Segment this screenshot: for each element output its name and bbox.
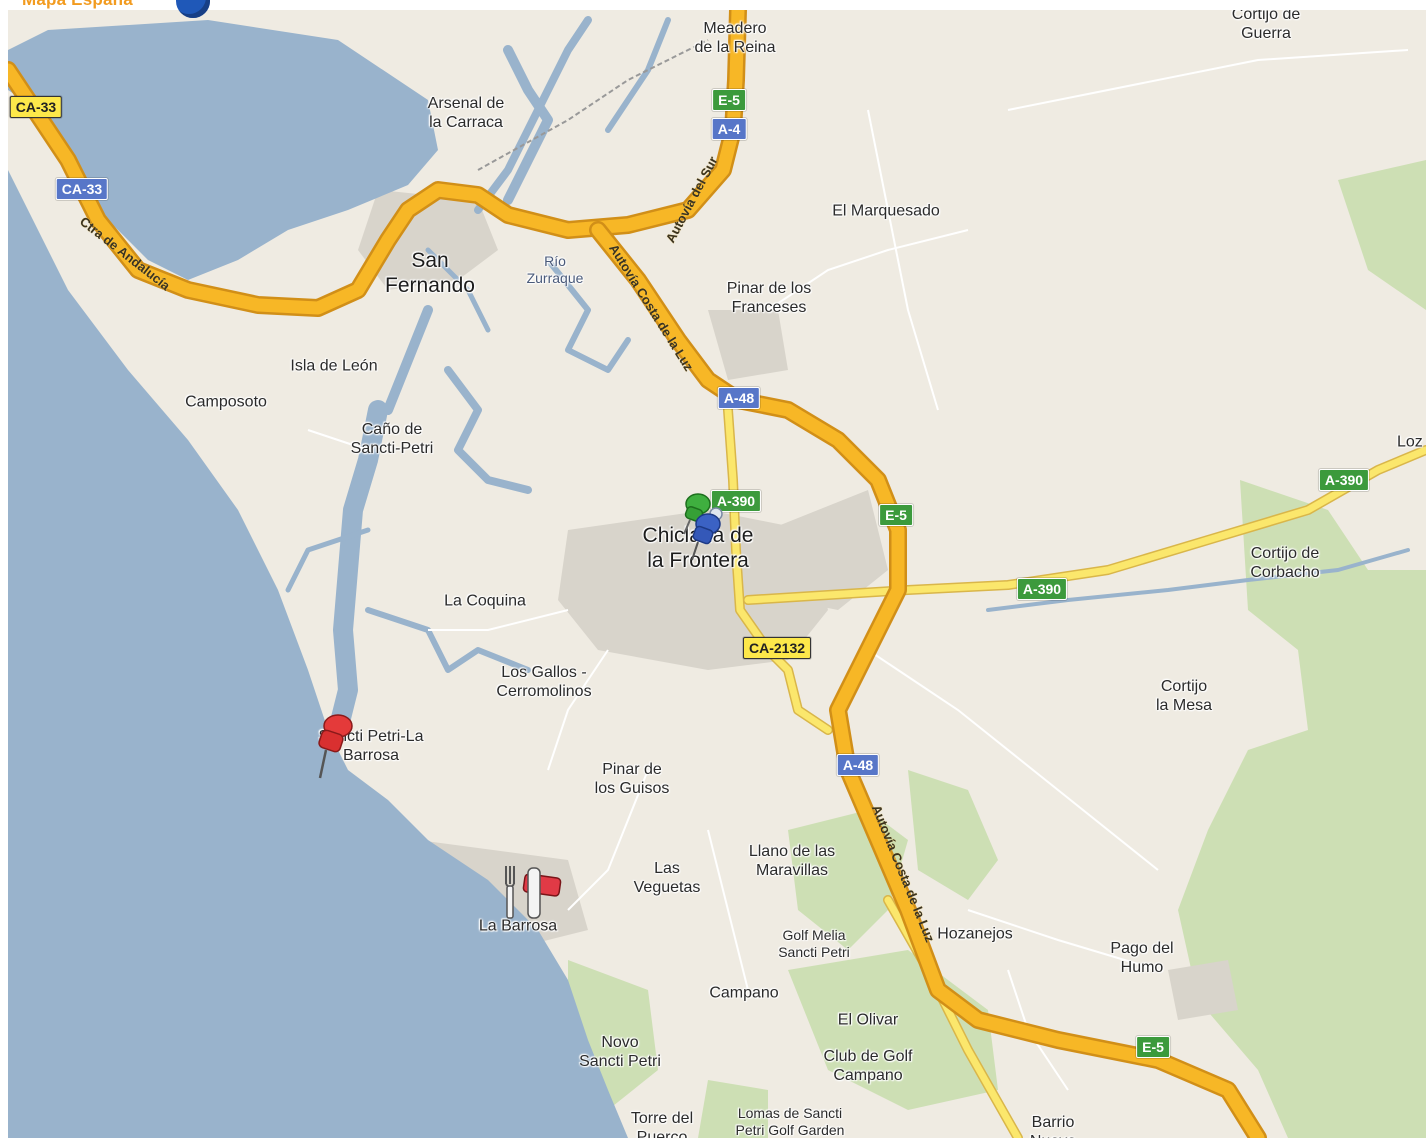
shield-a390-right: A-390 (1318, 469, 1370, 491)
brand-title: Mapa España (22, 0, 133, 10)
place-label-rio-zurraque: Río Zurraque (526, 253, 584, 286)
place-label-los-gallos: Los Gallos - Cerromolinos (496, 663, 592, 700)
railway-line (477, 39, 709, 171)
shield-ca33-mid: CA-33 (55, 178, 109, 200)
place-label-golf-melia: Golf Melia Sancti Petri (778, 927, 850, 960)
green-pushpin-icon[interactable] (676, 490, 716, 538)
river-channels (285, 16, 1410, 740)
shield-ca2132: CA-2132 (742, 637, 812, 659)
place-label-cortijo-guerra: Cortijo de Guerra (1231, 10, 1301, 42)
place-label-camposoto: Camposoto (185, 393, 267, 411)
map-layer (8, 10, 1426, 1138)
place-label-san-fernando: San Fernando (385, 248, 475, 297)
brand-logo-icon (176, 0, 210, 18)
shield-a48-bottom: A-48 (836, 754, 880, 776)
place-label-novo-sancti-petri: Novo Sancti Petri (579, 1033, 661, 1070)
shield-a4: A-4 (711, 118, 747, 140)
shield-e5-top: E-5 (712, 89, 746, 111)
restaurant-icon[interactable] (500, 862, 564, 922)
place-label-pinar-franceses: Pinar de los Franceses (726, 279, 812, 316)
shield-e5-mid: E-5 (879, 504, 913, 526)
place-label-club-golf: Club de Golf Campano (823, 1047, 913, 1084)
shield-a48-top: A-48 (717, 387, 761, 409)
sea-area (8, 20, 438, 280)
place-label-cano-sancti-petri: Caño de Sancti-Petri (350, 420, 434, 457)
place-label-meadero: Meadero de la Reina (694, 19, 776, 56)
place-label-barrio-nuevo: Barrio Nuevo (1030, 1113, 1076, 1138)
motorways (8, 10, 1267, 1138)
place-label-campano: Campano (709, 984, 779, 1002)
map-canvas[interactable]: Ctra de Andalucía Autovía del Sur Autoví… (8, 10, 1426, 1138)
place-label-pago-humo: Pago del Humo (1110, 939, 1174, 976)
ocean-area (8, 170, 628, 1138)
shield-e5-bottom: E-5 (1136, 1036, 1170, 1058)
place-label-torre-puerco: Torre del Puerco (630, 1109, 694, 1138)
red-pushpin-icon[interactable] (310, 712, 356, 782)
place-label-hozanejos: Hozanejos (937, 925, 1013, 943)
shield-a390-mid: A-390 (1016, 578, 1068, 600)
place-label-lomas: Lomas de Sancti Petri Golf Garden (735, 1105, 845, 1138)
place-label-pinar-guisos: Pinar de los Guisos (594, 760, 670, 797)
place-label-cortijo-mesa: Cortijo la Mesa (1155, 677, 1213, 714)
place-label-arsenal: Arsenal de la Carraca (427, 94, 505, 131)
place-label-la-coquina: La Coquina (444, 592, 526, 610)
place-label-la-barrosa: La Barrosa (478, 917, 558, 935)
place-label-el-olivar: El Olivar (837, 1011, 899, 1029)
urban-areas (358, 190, 1238, 1020)
place-label-marquesado: El Marquesado (832, 202, 940, 220)
place-label-cortijo-corbacho: Cortijo de Corbacho (1250, 544, 1320, 581)
shield-a390-center: A-390 (710, 490, 762, 512)
place-label-las-veguetas: Las Veguetas (633, 859, 701, 896)
place-label-loz: Loz (1397, 433, 1423, 451)
place-label-llano-maravillas: Llano de las Maravillas (748, 842, 836, 879)
shield-ca33-top: CA-33 (9, 96, 63, 118)
place-label-isla-leon: Isla de León (290, 357, 378, 375)
blue-pushpin-icon[interactable] (684, 506, 726, 562)
